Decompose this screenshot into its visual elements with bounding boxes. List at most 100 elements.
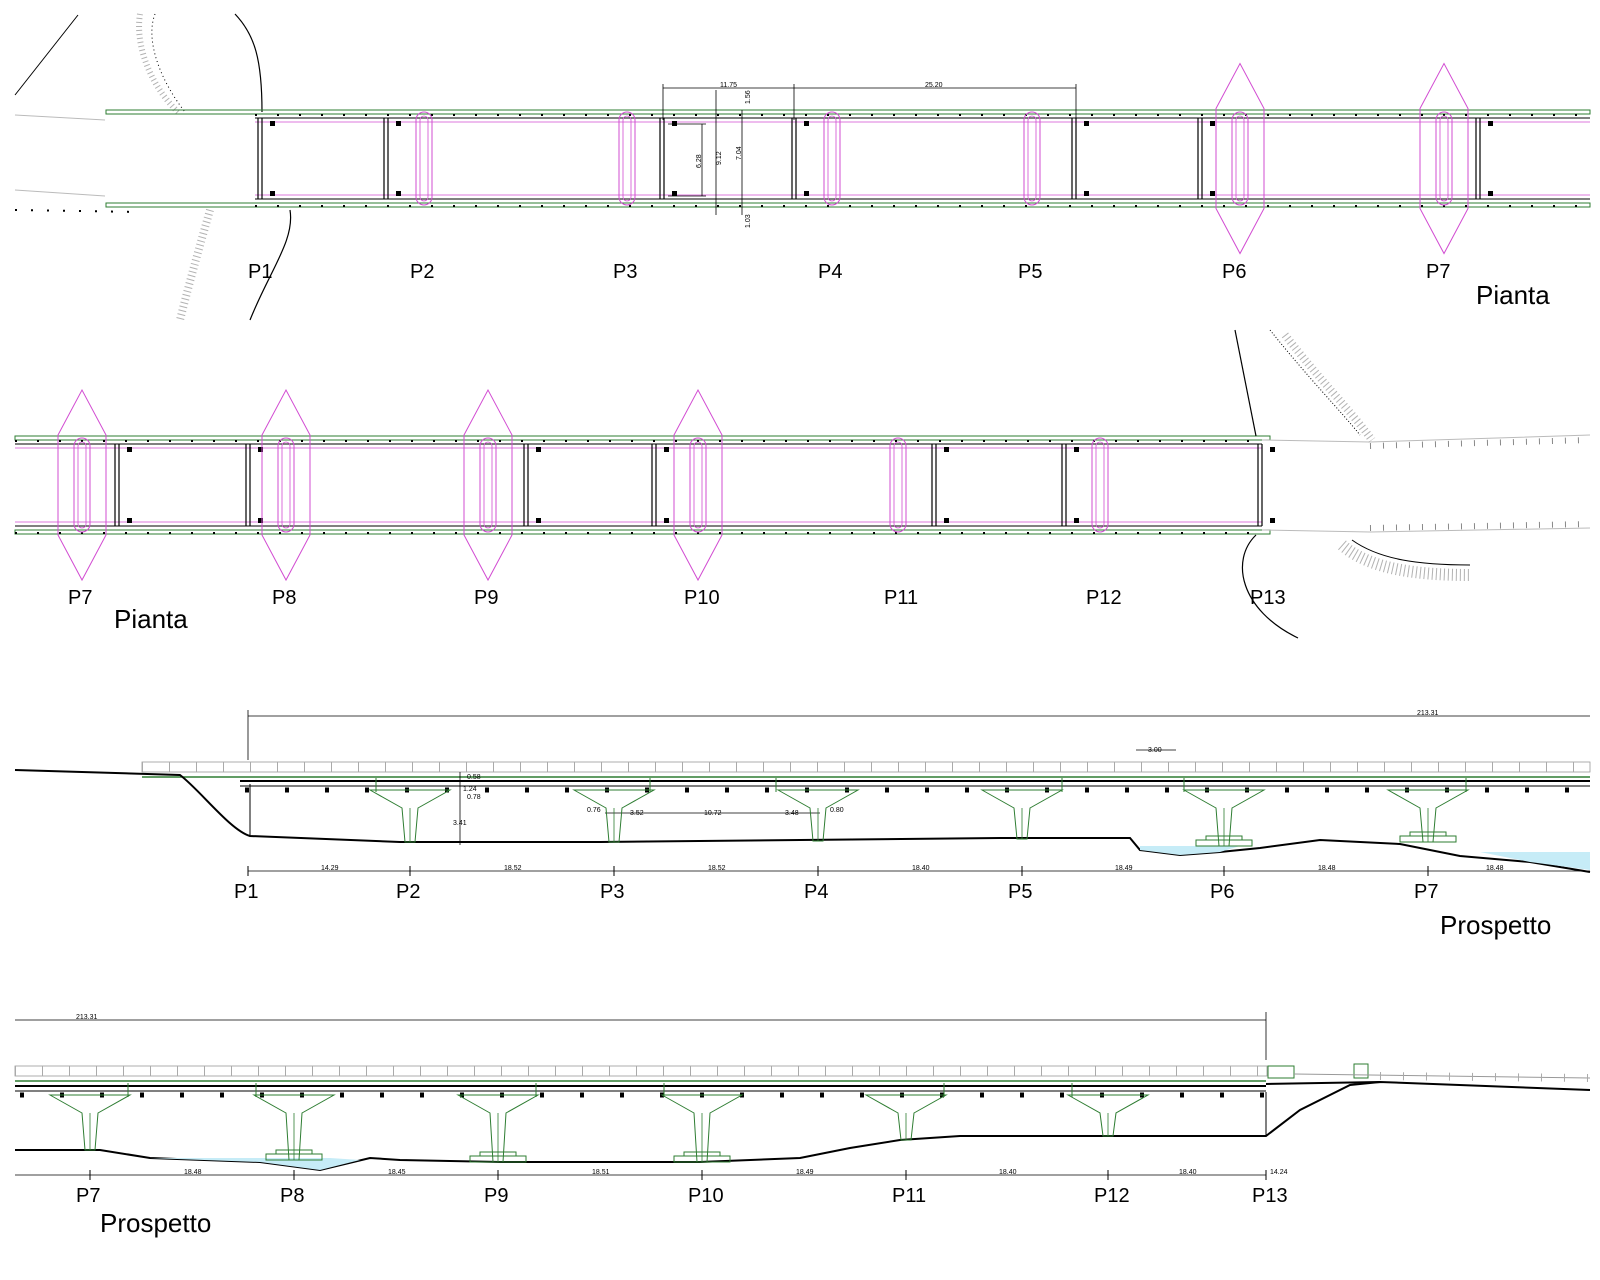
span-dimension: 18.48 (184, 1169, 202, 1176)
dim-c4: 3.48 (785, 810, 799, 817)
pier-outline (73, 437, 91, 533)
pier-outline (77, 441, 87, 529)
pier-label: P1 (248, 261, 272, 283)
railing (14, 1065, 1268, 1077)
pier-body (572, 789, 656, 843)
abutment-block (1353, 1063, 1369, 1079)
elevation-title: Prospetto (100, 1208, 211, 1238)
pier-outline (1023, 111, 1041, 206)
pier-outlines (57, 388, 1109, 582)
dim-rail: 3.00 (1148, 747, 1162, 754)
bearing-mark (804, 191, 809, 196)
bearing-mark (536, 518, 541, 523)
bearing-mark (1270, 447, 1275, 452)
bearing-mark (944, 518, 949, 523)
pier-cutwater (1215, 62, 1265, 255)
terrain-hatch (1338, 540, 1471, 581)
pier-body (48, 1094, 132, 1151)
plan-title: Pianta (114, 604, 188, 634)
pier-outline (893, 441, 903, 529)
span-dimension: 18.40 (999, 1169, 1017, 1176)
deck-outline (14, 529, 1271, 535)
water-area (1140, 846, 1240, 855)
pier-label: P6 (1222, 261, 1246, 283)
pier-footing (275, 1149, 313, 1155)
terrain-line (1241, 534, 1299, 639)
bearing-mark (1488, 121, 1493, 126)
pier-outline (281, 441, 291, 529)
terrain-line (1234, 329, 1257, 437)
span-dimension: 18.48 (1486, 865, 1504, 872)
pier-outline (419, 115, 429, 202)
pier-body (776, 789, 860, 842)
railing (141, 761, 1591, 773)
pier-label: P7 (76, 1185, 100, 1207)
bearing-mark (396, 191, 401, 196)
pier-label: P5 (1018, 261, 1042, 283)
plan-title: Pianta (1476, 280, 1550, 310)
bearing-mark (944, 447, 949, 452)
bearing-mark (396, 121, 401, 126)
joint-lines (257, 118, 1493, 199)
dim-h3: 0.78 (467, 794, 481, 801)
span-dimension: 18.52 (504, 865, 522, 872)
span-dimension: 18.49 (796, 1169, 814, 1176)
elevation-title: Prospetto (1440, 910, 1551, 940)
approach-road (1265, 1080, 1591, 1091)
deck-outline (14, 435, 1271, 441)
terrain-hatch (176, 208, 214, 321)
span-dimension: 18.48 (1318, 865, 1336, 872)
elevation-view-1: 213.31 3.00 0.58 1.24 0.78 3.41 0.76 3.5… (14, 710, 1591, 940)
terrain-hatch (1269, 329, 1361, 436)
bearing-mark (1488, 191, 1493, 196)
pier-label: P7 (1426, 261, 1450, 283)
bearing-mark (258, 518, 263, 523)
pier-label: P11 (884, 587, 918, 609)
piers (48, 1094, 1150, 1163)
dim-w4: 7.04 (736, 146, 743, 160)
joint-lines (114, 444, 1275, 526)
bearing-mark (258, 447, 263, 452)
deck-outline (105, 109, 1591, 115)
pier-body (980, 789, 1064, 840)
dim-w1: 1.56 (745, 90, 752, 104)
pier-outline (1439, 115, 1449, 202)
pier-outline (415, 111, 433, 206)
bearing-mark (1084, 121, 1089, 126)
pier-outline (1027, 115, 1037, 202)
dim-c2: 3.52 (630, 810, 644, 817)
bearing-mark (672, 121, 677, 126)
pier-outline (479, 437, 497, 533)
pier-outline (622, 115, 632, 202)
pier-outline (1435, 111, 1453, 206)
pier-outline (1231, 111, 1249, 206)
bearing-mark (672, 191, 677, 196)
bearing-mark (1210, 191, 1215, 196)
span-dimension: 18.52 (708, 865, 726, 872)
dim-w5: 1.03 (745, 214, 752, 228)
bearing-mark (1074, 518, 1079, 523)
pier-outline (1095, 441, 1105, 529)
pier-label: P6 (1210, 881, 1234, 903)
road-edge (1261, 434, 1591, 443)
pier-outline (823, 111, 841, 206)
span-dimension: 18.51 (592, 1169, 610, 1176)
dim-h1: 0.58 (467, 774, 481, 781)
pier-body (368, 789, 452, 843)
pier-outline (827, 115, 837, 202)
pier-cutwater (673, 388, 723, 582)
bearing-mark (664, 518, 669, 523)
pier-outline (889, 437, 907, 533)
span-dimension: 14.24 (1270, 1169, 1288, 1176)
span-dimension: 18.40 (1179, 1169, 1197, 1176)
pier-cutwater (261, 388, 311, 582)
dim-h2: 1.24 (463, 786, 477, 793)
pier-label: P10 (688, 1185, 724, 1207)
pier-footing (683, 1151, 721, 1157)
dim-c1: 0.76 (587, 807, 601, 814)
pier-label: P7 (68, 587, 92, 609)
